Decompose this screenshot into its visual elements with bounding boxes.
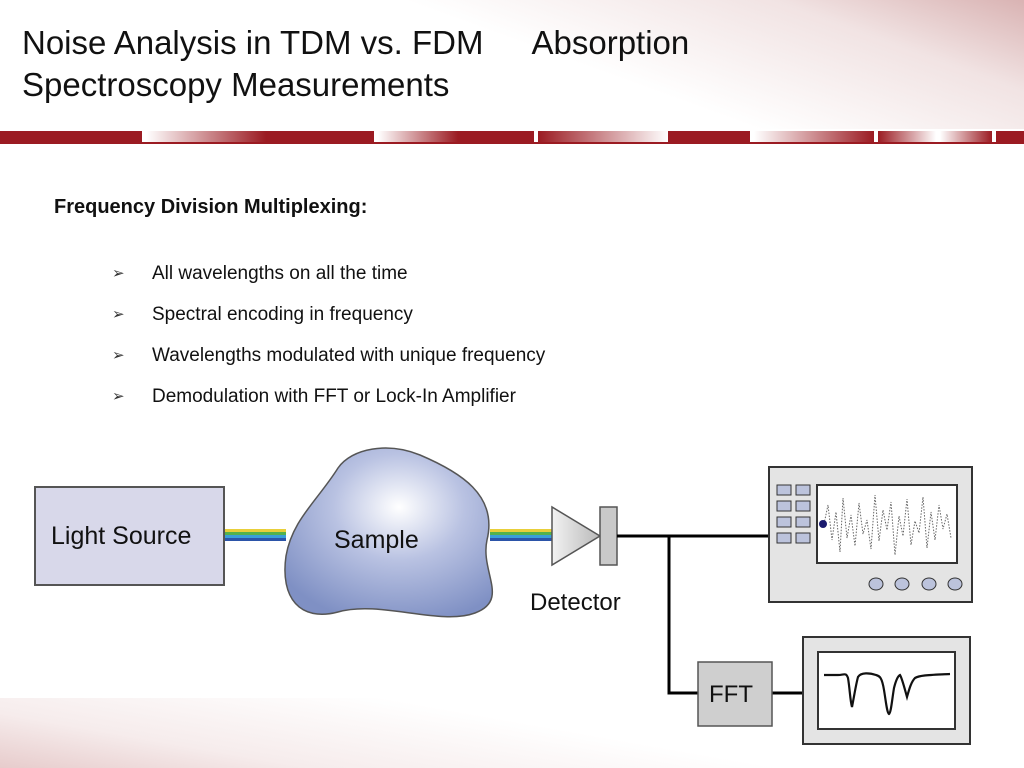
noise-waveform — [823, 494, 952, 556]
spectrum-screen — [817, 651, 956, 730]
arrow-bullet-icon: ➢ — [112, 388, 125, 405]
detector-triangle — [551, 505, 602, 567]
oscilloscope-knobs — [868, 577, 963, 591]
light-source-label: Light Source — [51, 522, 192, 550]
section-heading: Frequency Division Multiplexing: — [54, 196, 368, 218]
detector-plate — [599, 506, 618, 566]
bullet-list: ➢All wavelengths on all the time ➢Spectr… — [112, 262, 545, 426]
sample-blob — [284, 447, 494, 618]
detector-label: Detector — [530, 589, 621, 616]
arrow-bullet-icon: ➢ — [112, 347, 125, 364]
sample-label: Sample — [334, 526, 419, 554]
title-part-2: Absorption — [531, 24, 690, 61]
light-source-box — [34, 486, 225, 586]
arrow-bullet-icon: ➢ — [112, 265, 125, 282]
fft-box — [697, 661, 773, 727]
list-item: ➢Spectral encoding in frequency — [112, 304, 413, 325]
spectrum-monitor — [802, 636, 971, 745]
header-stripe — [0, 129, 1024, 144]
title-part-3: Spectroscopy Measurements — [22, 66, 450, 103]
oscilloscope-buttons — [776, 484, 811, 544]
list-item: ➢All wavelengths on all the time — [112, 263, 408, 284]
arrow-bullet-icon: ➢ — [112, 306, 125, 323]
list-item: ➢Wavelengths modulated with unique frequ… — [112, 345, 546, 366]
light-beam-2 — [490, 529, 554, 541]
light-beam-1 — [224, 529, 286, 541]
header-background — [0, 0, 1024, 130]
list-item: ➢Demodulation with FFT or Lock-In Amplif… — [112, 386, 516, 407]
oscilloscope — [768, 466, 973, 603]
title-part-1: Noise Analysis in TDM vs. FDM — [22, 24, 484, 61]
absorption-spectrum-line — [824, 672, 951, 716]
probe-dot — [819, 520, 827, 528]
oscilloscope-screen — [816, 484, 958, 564]
fft-label: FFT — [709, 681, 753, 708]
